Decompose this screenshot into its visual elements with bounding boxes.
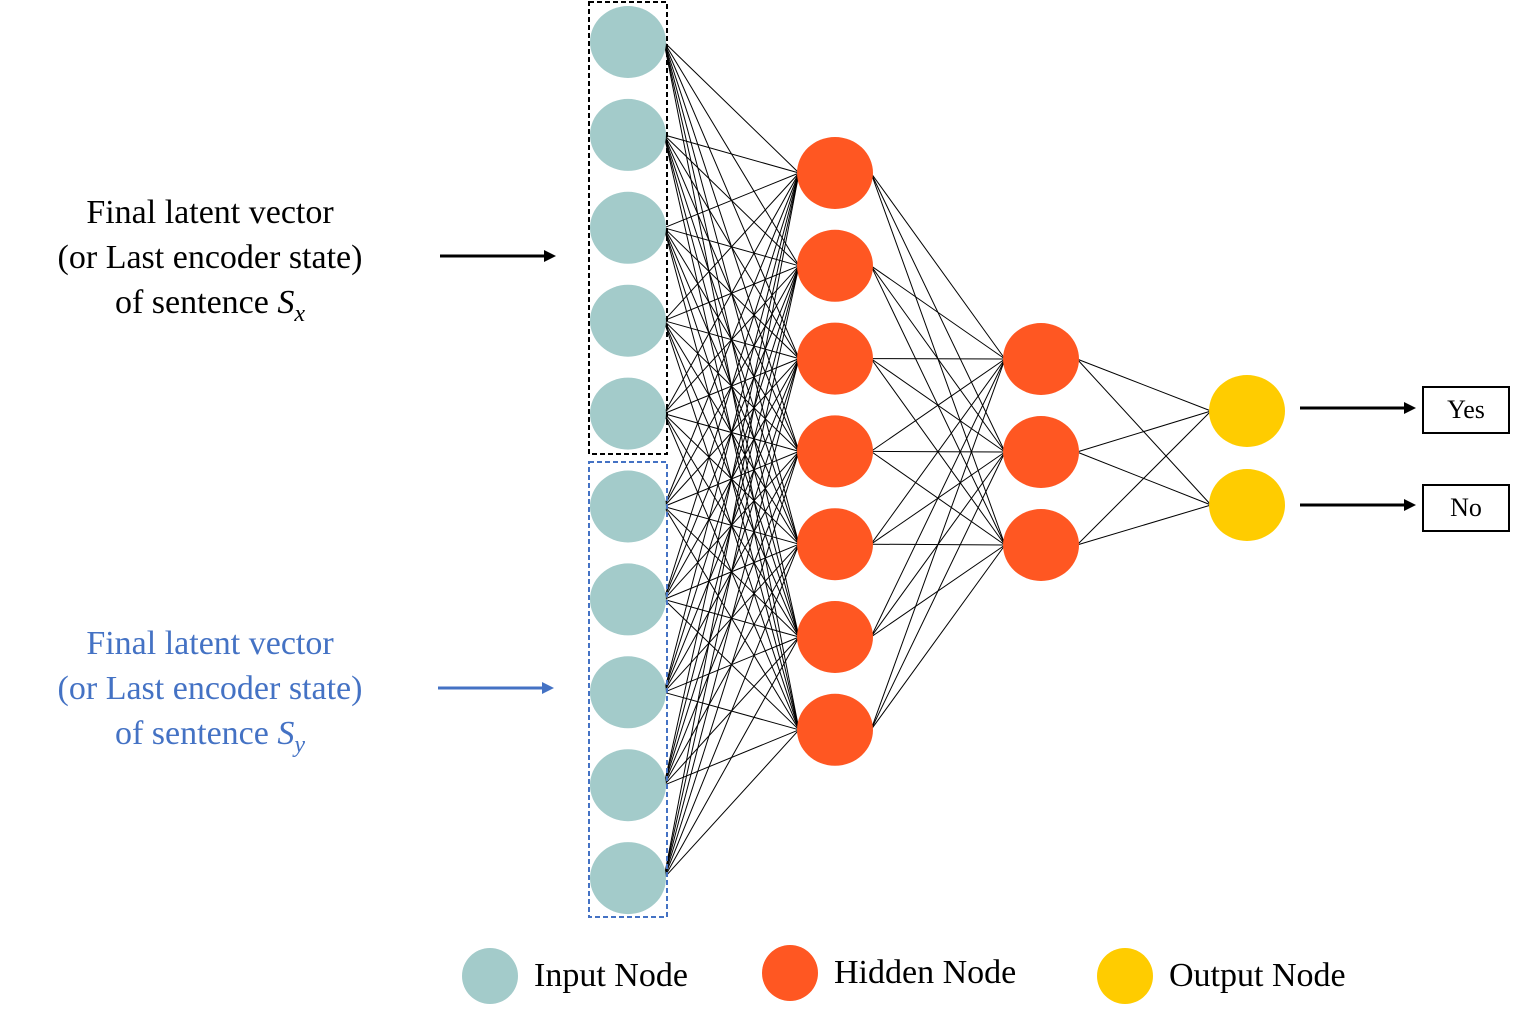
edge — [663, 729, 800, 879]
edge — [663, 172, 800, 693]
input-node-5 — [590, 377, 666, 450]
hidden1-node-5 — [797, 508, 873, 581]
hidden1-node-1 — [797, 137, 873, 209]
hidden2-node-1 — [1003, 323, 1079, 395]
input-node-2 — [590, 98, 666, 171]
edge — [663, 172, 800, 879]
network-edges — [663, 41, 1212, 879]
legend-output: Output Node — [1097, 948, 1346, 1004]
hidden1-node-2 — [797, 229, 873, 302]
edge — [663, 544, 800, 879]
hidden1-node-6 — [797, 601, 873, 673]
edge — [1076, 410, 1212, 546]
edge — [663, 172, 800, 507]
sy-arrow-head — [542, 682, 554, 694]
sy-group-box — [588, 461, 668, 918]
edge — [1076, 504, 1212, 546]
sx-label: Final latent vector (or Last encoder sta… — [30, 190, 390, 337]
edge — [1076, 410, 1212, 453]
edge — [663, 41, 800, 174]
sy-label-line3: of sentence Sy — [30, 711, 390, 768]
edge — [870, 358, 1006, 730]
sx-label-line1: Final latent vector — [86, 194, 334, 231]
edge — [663, 172, 800, 229]
edge — [870, 358, 1006, 638]
yes-arrow-head — [1404, 402, 1416, 414]
legend-input: Input Node — [462, 948, 688, 1004]
sx-label-line2: (or Last encoder state) — [57, 239, 363, 276]
edge — [663, 451, 800, 879]
sx-group-box — [588, 1, 668, 455]
edge — [663, 265, 800, 879]
edge — [870, 265, 1006, 360]
hidden2-node-3 — [1003, 509, 1079, 581]
sy-label-line1: Final latent vector — [86, 625, 334, 662]
edge — [663, 636, 800, 879]
sy-label: Final latent vector (or Last encoder sta… — [30, 621, 390, 768]
input-node-7 — [590, 563, 666, 636]
no-arrow-head — [1404, 499, 1416, 511]
input-node-10 — [590, 842, 666, 915]
sy-subscript: y — [294, 732, 306, 758]
edge — [663, 358, 800, 879]
edge — [870, 172, 1006, 360]
hidden2-node-2 — [1003, 416, 1079, 488]
output-node-1 — [1209, 375, 1285, 447]
edge — [663, 172, 800, 600]
legend-hidden: Hidden Node — [762, 945, 1016, 1001]
input-node-3 — [590, 191, 666, 264]
legend-input-label: Input Node — [534, 957, 688, 994]
edge — [663, 172, 800, 786]
edge — [663, 172, 800, 322]
sx-label-prefix: of sentence — [114, 284, 278, 321]
sx-arrow-head — [544, 250, 556, 262]
hidden1-node-7 — [797, 693, 873, 766]
edge — [663, 134, 800, 174]
edge — [663, 172, 800, 414]
legend-output-label: Output Node — [1169, 957, 1346, 994]
input-node-6 — [590, 470, 666, 543]
legend-hidden-dot — [762, 945, 818, 1001]
hidden1-node-4 — [797, 415, 873, 488]
sy-label-prefix: of sentence — [114, 715, 278, 752]
hidden1-node-3 — [797, 322, 873, 395]
output-no-box: No — [1422, 484, 1510, 532]
legend-hidden-label: Hidden Node — [834, 954, 1017, 991]
network-nodes — [590, 6, 1285, 915]
edge — [870, 358, 1006, 452]
legend-output-dot — [1097, 948, 1153, 1004]
sx-subscript: x — [294, 301, 306, 327]
sy-symbol: S — [277, 715, 295, 752]
input-node-4 — [590, 284, 666, 357]
input-node-9 — [590, 749, 666, 822]
input-node-1 — [590, 6, 666, 78]
input-node-8 — [590, 656, 666, 729]
edge — [870, 451, 1006, 731]
sx-symbol: S — [277, 284, 295, 321]
output-yes-box: Yes — [1422, 386, 1510, 434]
edge — [870, 544, 1006, 731]
sx-label-line3: of sentence Sx — [30, 280, 390, 337]
sy-label-line2: (or Last encoder state) — [57, 670, 363, 707]
output-node-2 — [1209, 469, 1285, 541]
legend-input-dot — [462, 948, 518, 1004]
edge — [870, 358, 1006, 545]
edge — [1076, 358, 1212, 412]
